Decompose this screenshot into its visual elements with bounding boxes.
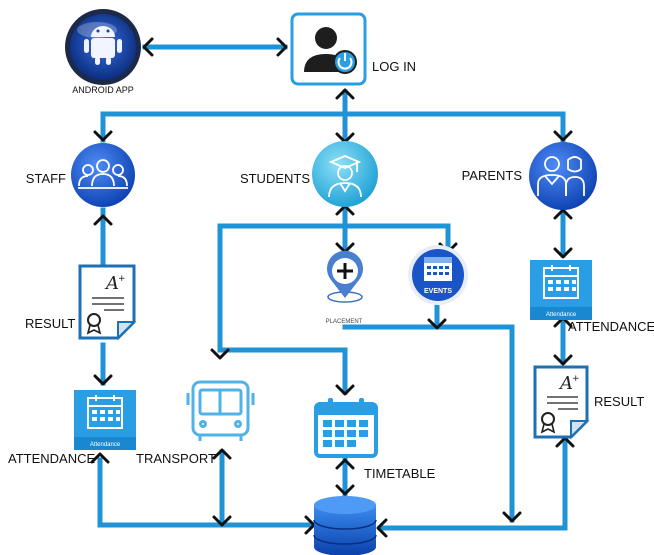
graduate-icon [312, 141, 378, 207]
transport-label: TRANSPORT [136, 451, 216, 466]
svg-text:A: A [104, 273, 119, 294]
placement-pin-icon [327, 250, 363, 303]
result-right-node[interactable]: A + RESULT [533, 365, 644, 440]
placement-label: PLACEMENT [326, 319, 363, 325]
placement-node[interactable]: PLACEMENT [326, 250, 363, 325]
bus-icon [186, 380, 255, 441]
android-icon [65, 9, 141, 85]
attendance-calendar-icon [530, 260, 592, 320]
staff-label: STAFF [26, 171, 66, 186]
user-power-icon [290, 12, 367, 86]
staff-node[interactable]: STAFF [26, 143, 135, 207]
database-icon [313, 496, 377, 555]
svg-text:A: A [558, 373, 573, 394]
svg-text:+: + [118, 274, 126, 284]
events-label: EVENTS [424, 288, 452, 295]
svg-text:+: + [572, 374, 580, 384]
parents-icon [529, 142, 597, 210]
attendance-right-label: ATTENDANCE [568, 319, 654, 334]
result-left-label: RESULT [25, 316, 75, 331]
attendance-right-badge: Attendance [546, 312, 577, 318]
events-calendar-icon [408, 245, 468, 305]
result-certificate-icon: A + [78, 264, 137, 341]
transport-node[interactable]: TRANSPORT [136, 380, 255, 466]
students-node[interactable]: STUDENTS [240, 141, 378, 207]
result-left-node[interactable]: A + RESULT [25, 264, 137, 341]
timetable-label: TIMETABLE [364, 466, 436, 481]
login-node[interactable]: LOG IN [290, 12, 416, 86]
students-label: STUDENTS [240, 171, 310, 186]
group-icon [71, 143, 135, 207]
attendance-right-node[interactable]: Attendance ATTENDANCE [530, 260, 654, 334]
connector-lines [97, 44, 568, 531]
login-label: LOG IN [372, 59, 416, 74]
timetable-node[interactable]: TIMETABLE [314, 398, 436, 481]
result-certificate-icon: A + [533, 365, 590, 440]
android-app-label: ANDROID APP [72, 85, 134, 95]
android-app-node[interactable]: ANDROID APP [65, 9, 141, 95]
parents-node[interactable]: PARENTS [462, 142, 597, 210]
attendance-left-node[interactable]: Attendance ATTENDANCE [8, 390, 136, 466]
attendance-calendar-icon [74, 390, 136, 450]
attendance-left-badge: Attendance [90, 442, 121, 448]
parents-label: PARENTS [462, 168, 523, 183]
result-right-label: RESULT [594, 394, 644, 409]
database-node[interactable] [313, 496, 377, 555]
timetable-calendar-icon [314, 398, 378, 458]
events-node[interactable]: EVENTS [408, 245, 468, 305]
attendance-left-label: ATTENDANCE [8, 451, 95, 466]
